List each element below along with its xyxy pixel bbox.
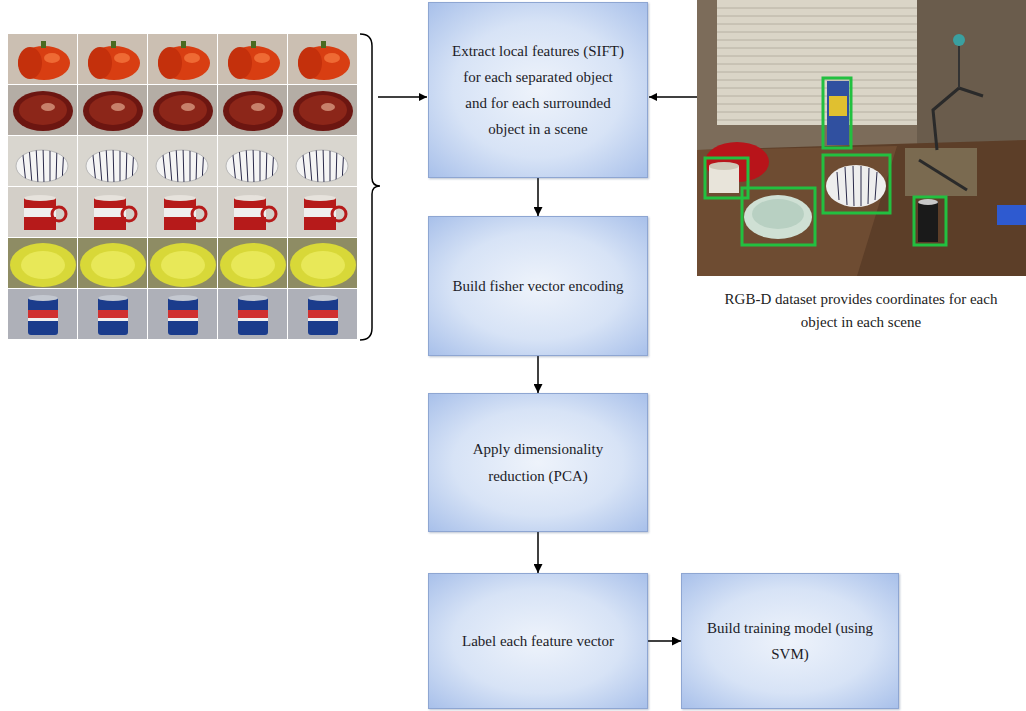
mug-photo <box>148 187 217 237</box>
window-blinds <box>717 0 917 125</box>
bowl-photo <box>288 85 357 135</box>
blind-slats <box>717 8 917 120</box>
white-cap <box>826 165 886 207</box>
can-top <box>918 199 938 205</box>
wall <box>697 0 1026 276</box>
cap-photo <box>78 136 147 186</box>
bowl-inside <box>752 199 804 229</box>
process-box: Apply dimensionality reduction (PCA) <box>428 393 648 532</box>
cap-stripes <box>837 166 877 206</box>
process-box: Build training model (using SVM) <box>681 573 899 709</box>
can-photo <box>148 289 217 339</box>
cereal-box <box>827 81 849 145</box>
bowl-photo <box>78 85 147 135</box>
cereal-box-print <box>829 96 847 116</box>
process-box: Build fisher vector encoding <box>428 216 648 356</box>
process-box: Extract local features (SIFT) for each s… <box>428 2 648 178</box>
mug-photo <box>218 187 287 237</box>
flow-arrow <box>537 178 539 216</box>
blue-object <box>997 205 1026 225</box>
plate-photo <box>78 238 147 288</box>
mug-photo <box>8 187 77 237</box>
box-text: Apply dimensionality reduction (PCA) <box>451 436 625 489</box>
bowl-photo <box>218 85 287 135</box>
grouping-bracket <box>360 34 380 340</box>
caption-text: RGB-D dataset provides coordinates for e… <box>712 288 1010 333</box>
mug-photo <box>288 187 357 237</box>
table <box>697 140 1026 276</box>
bowl-photo <box>148 85 217 135</box>
mug-photo <box>78 187 147 237</box>
mug-top <box>709 162 739 170</box>
wall-shadow <box>917 0 1026 150</box>
plate-photo <box>148 238 217 288</box>
soda-can <box>918 201 938 242</box>
robot-link <box>958 46 960 88</box>
can-photo <box>218 289 287 339</box>
plate-photo <box>218 238 287 288</box>
can-photo <box>78 289 147 339</box>
bowl <box>744 195 812 239</box>
robot-base <box>905 148 977 196</box>
pepper-photo <box>148 34 217 84</box>
pepper-photo <box>218 34 287 84</box>
table-highlight <box>697 146 897 276</box>
mug <box>709 166 739 193</box>
object-photo-grid <box>8 34 357 339</box>
process-box: Label each feature vector <box>428 573 648 709</box>
bowl-photo <box>8 85 77 135</box>
object-bounding-boxes <box>705 78 946 245</box>
input-arrow <box>649 96 697 98</box>
cap-photo <box>288 136 357 186</box>
robot-joint <box>953 34 965 46</box>
input-arrow <box>378 96 427 98</box>
plate-photo <box>8 238 77 288</box>
box-text: Extract local features (SIFT) for each s… <box>451 38 625 143</box>
flow-arrow <box>537 532 539 573</box>
can-photo <box>8 289 77 339</box>
can-photo <box>288 289 357 339</box>
pepper-photo <box>78 34 147 84</box>
cap-photo <box>218 136 287 186</box>
flow-arrow <box>648 640 681 642</box>
pepper-photo <box>8 34 77 84</box>
flow-arrow <box>537 356 539 393</box>
scene-photo <box>697 0 1026 276</box>
pepper-photo <box>288 34 357 84</box>
box-text: Build training model (using SVM) <box>704 615 876 668</box>
cap-photo <box>8 136 77 186</box>
cap-photo <box>148 136 217 186</box>
box-text: Build fisher vector encoding <box>452 273 623 299</box>
plate-photo <box>288 238 357 288</box>
box-text: Label each feature vector <box>462 628 614 654</box>
robot-arm <box>919 88 983 190</box>
